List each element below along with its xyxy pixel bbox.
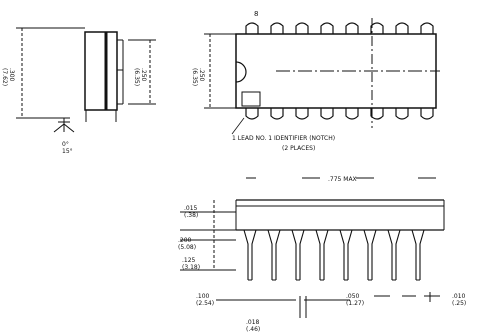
side-lead: [315, 229, 329, 281]
side-lead: [387, 229, 401, 281]
top-view: [204, 18, 440, 128]
side-lead-length-dim: .125(3.18): [182, 257, 200, 271]
bottom-pin: [320, 108, 334, 120]
top-view-length-dim: .775 MAX: [328, 176, 357, 183]
top-view-body: [235, 33, 437, 109]
top-pin: [395, 22, 409, 34]
pin1-notch: [235, 61, 247, 83]
side-pitch-dim: .100(2.54): [196, 293, 214, 307]
end-view-body: [84, 31, 118, 111]
bottom-pin: [395, 108, 409, 120]
top-pin: [345, 22, 359, 34]
side-lead: [243, 229, 257, 281]
bottom-pin: [245, 108, 259, 120]
end-view-bottom-dim: 0°15°: [62, 141, 73, 155]
side-shoulder-dim: .050(1.27): [346, 293, 364, 307]
top-view-pins-top: [245, 22, 434, 34]
top-view-width-dim: .250(6.35): [191, 68, 205, 86]
side-body-height-dim: .200(5.08): [178, 237, 196, 251]
end-view: [16, 27, 156, 133]
side-view-leads: [243, 229, 425, 281]
side-lead: [291, 229, 305, 281]
note-line-1: 1 LEAD NO. 1 IDENTIFIER (NOTCH): [232, 135, 335, 142]
side-lead: [267, 229, 281, 281]
end-view-body-dim: .250(6.35): [133, 68, 147, 86]
side-tip-dim: .010(.25): [452, 293, 466, 307]
note-line-2: (2 PLACES): [282, 145, 315, 152]
top-pin: [295, 22, 309, 34]
side-lead: [339, 229, 353, 281]
bottom-pin: [345, 108, 359, 120]
top-pin: [370, 22, 384, 34]
bottom-pin: [295, 108, 309, 120]
top-view-pins-bottom: [245, 108, 434, 120]
side-view: [180, 199, 445, 318]
side-seat-dim: .015(.38): [184, 205, 198, 219]
bottom-pin: [370, 108, 384, 120]
side-lead: [411, 229, 425, 281]
end-view-height-dim: .300(7.62): [1, 68, 15, 86]
top-pin: [270, 22, 284, 34]
bottom-pin: [420, 108, 434, 120]
side-lead: [363, 229, 377, 281]
top-pin: [320, 22, 334, 34]
bottom-pin: [270, 108, 284, 120]
side-lead-width-dim: .018(.46): [246, 319, 260, 333]
top-view-pin-label: 8: [254, 10, 258, 18]
top-pin: [420, 22, 434, 34]
top-pin: [245, 22, 259, 34]
